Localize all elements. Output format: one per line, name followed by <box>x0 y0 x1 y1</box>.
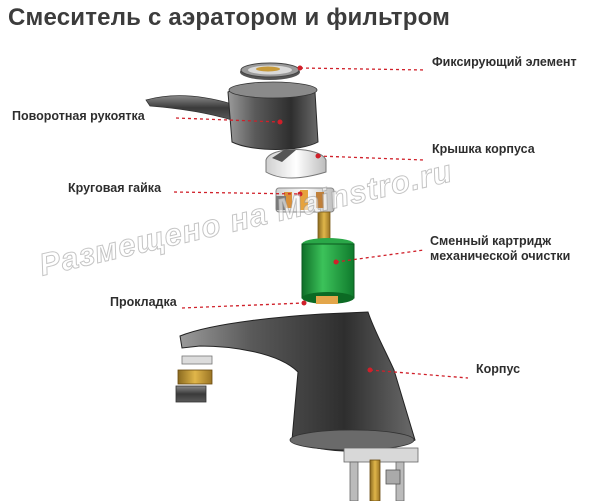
label-round-nut: Круговая гайка <box>68 181 162 195</box>
fixing-element-part <box>240 62 300 80</box>
leader-cartridge <box>335 249 425 263</box>
label-gasket: Прокладка <box>110 295 177 309</box>
label-cartridge: Сменный картридж механической очистки <box>430 234 570 264</box>
page-title: Смеситель с аэратором и фильтром <box>8 4 451 31</box>
body-cover-part <box>265 149 327 179</box>
leader-dots <box>277 65 373 373</box>
label-cartridge-line2: механической очистки <box>430 249 571 263</box>
label-fixing-element: Фиксирующий элемент <box>432 55 577 69</box>
mounting-fittings-part <box>343 447 419 501</box>
label-body-cover: Крышка корпуса <box>432 142 535 156</box>
label-rotary-handle: Поворотная рукоятка <box>12 109 145 123</box>
leader-body <box>369 369 469 379</box>
cartridge-part <box>301 211 355 304</box>
rotary-handle-part <box>145 81 319 150</box>
leader-fixing-element <box>299 67 427 71</box>
faucet-body-part <box>179 311 416 452</box>
leader-gasket <box>181 302 305 309</box>
leader-lines <box>173 67 469 379</box>
aerator-part <box>175 355 213 403</box>
label-body: Корпус <box>476 362 521 376</box>
leader-body-cover <box>317 155 425 161</box>
label-cartridge-line1: Сменный картридж <box>430 234 552 248</box>
leader-rotary-handle <box>175 117 281 123</box>
